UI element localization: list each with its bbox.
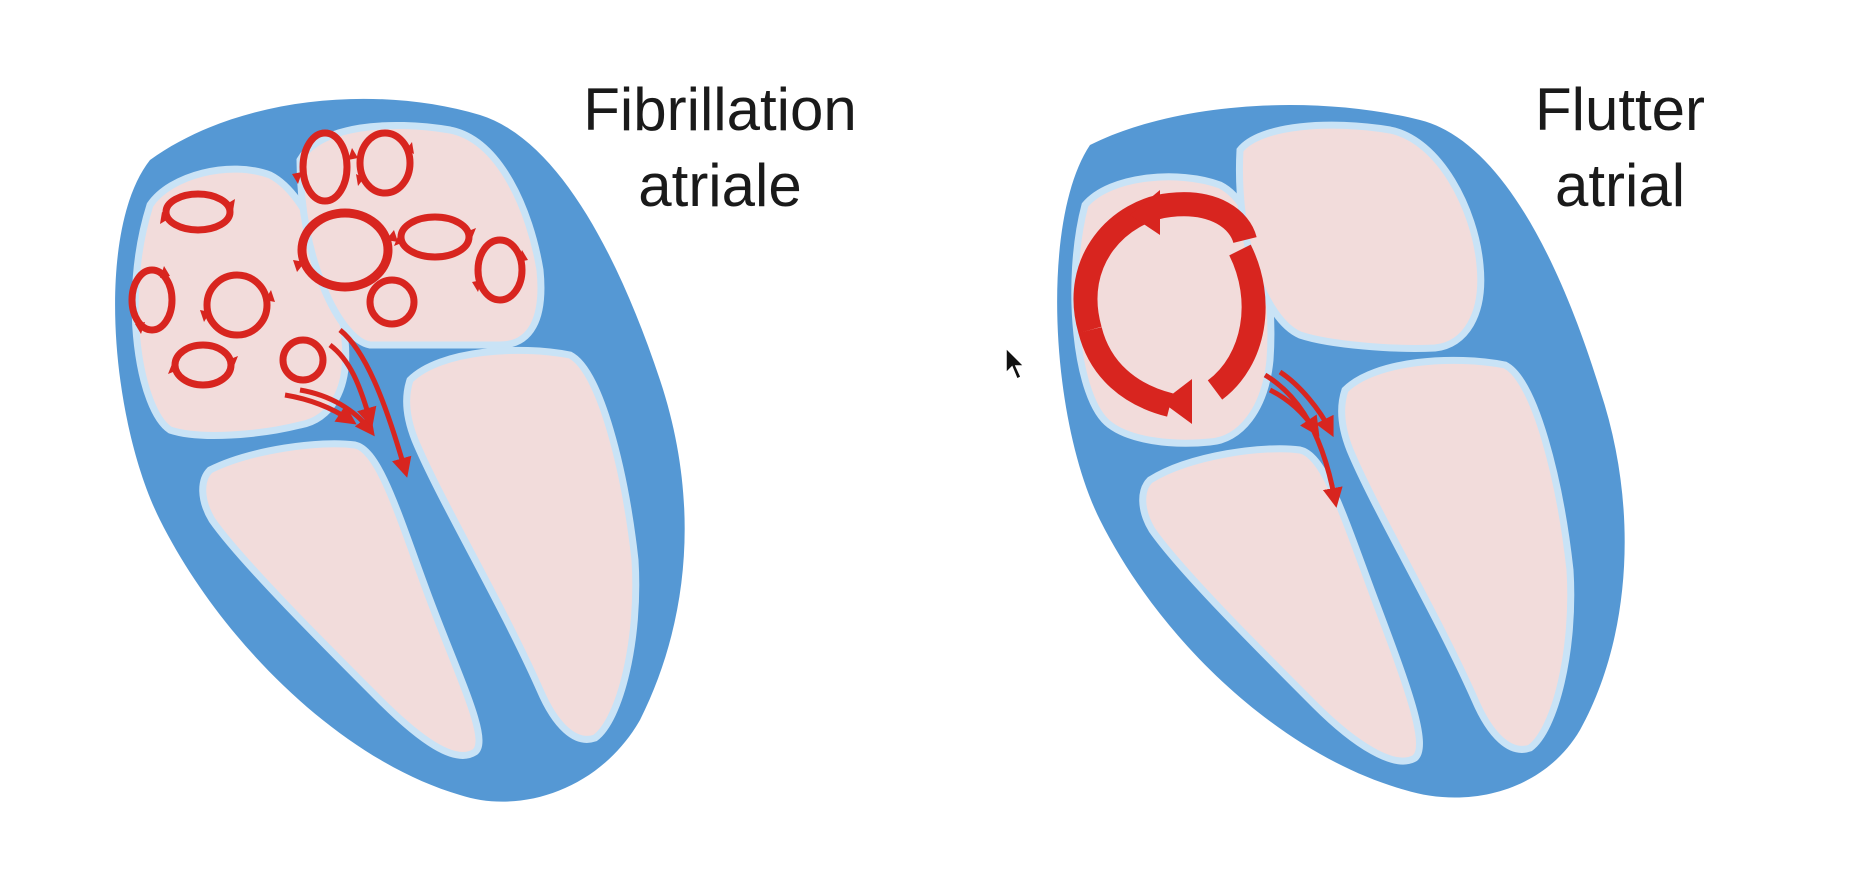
conduction-arrow	[328, 343, 377, 428]
reentry-loop	[366, 276, 418, 328]
left-ventricle	[199, 440, 483, 759]
heart-flutter	[1057, 105, 1625, 798]
right-ventricle	[403, 346, 640, 743]
reentry-loop	[299, 129, 351, 205]
reentry-loop	[171, 341, 235, 389]
reentry-arc-bottom	[1078, 326, 1174, 417]
reentry-loop	[279, 336, 327, 384]
left-ventricle	[1139, 445, 1423, 765]
mouse-cursor-icon	[1005, 347, 1026, 381]
conduction-arrows	[1263, 369, 1343, 508]
reentry-loop	[203, 271, 271, 339]
conduction-arrow	[338, 328, 412, 478]
reentry-arc-right	[1207, 244, 1266, 400]
right-atrium	[1235, 121, 1485, 352]
title-flutter: Flutter atrial	[1490, 72, 1750, 224]
flutter-macro-reentry	[1073, 190, 1266, 424]
reentry-loop	[128, 266, 176, 334]
conduction-arrow	[1278, 369, 1334, 438]
right-ventricle	[1338, 356, 1575, 753]
heart-fibrillation	[115, 98, 685, 802]
loop-arrow-ticks	[135, 142, 528, 374]
reentry-loop	[162, 190, 234, 234]
title-fibrillation: Fibrillation atriale	[560, 72, 880, 224]
conduction-arrow	[284, 392, 357, 425]
reentry-arrowhead	[1130, 190, 1160, 235]
conduction-arrows	[284, 328, 412, 478]
title-line-1: Fibrillation	[583, 76, 857, 143]
fibrillation-loops	[128, 129, 526, 389]
title-line-2: atrial	[1554, 152, 1686, 219]
title-line-2: atriale	[638, 152, 802, 219]
reentry-loop	[356, 129, 414, 197]
reentry-loop	[397, 213, 473, 261]
conduction-arrow	[1268, 387, 1320, 437]
reentry-loop	[474, 236, 526, 304]
reentry-arrowhead	[1162, 379, 1192, 424]
reentry-loop	[297, 208, 393, 292]
title-line-1: Flutter	[1534, 76, 1706, 143]
